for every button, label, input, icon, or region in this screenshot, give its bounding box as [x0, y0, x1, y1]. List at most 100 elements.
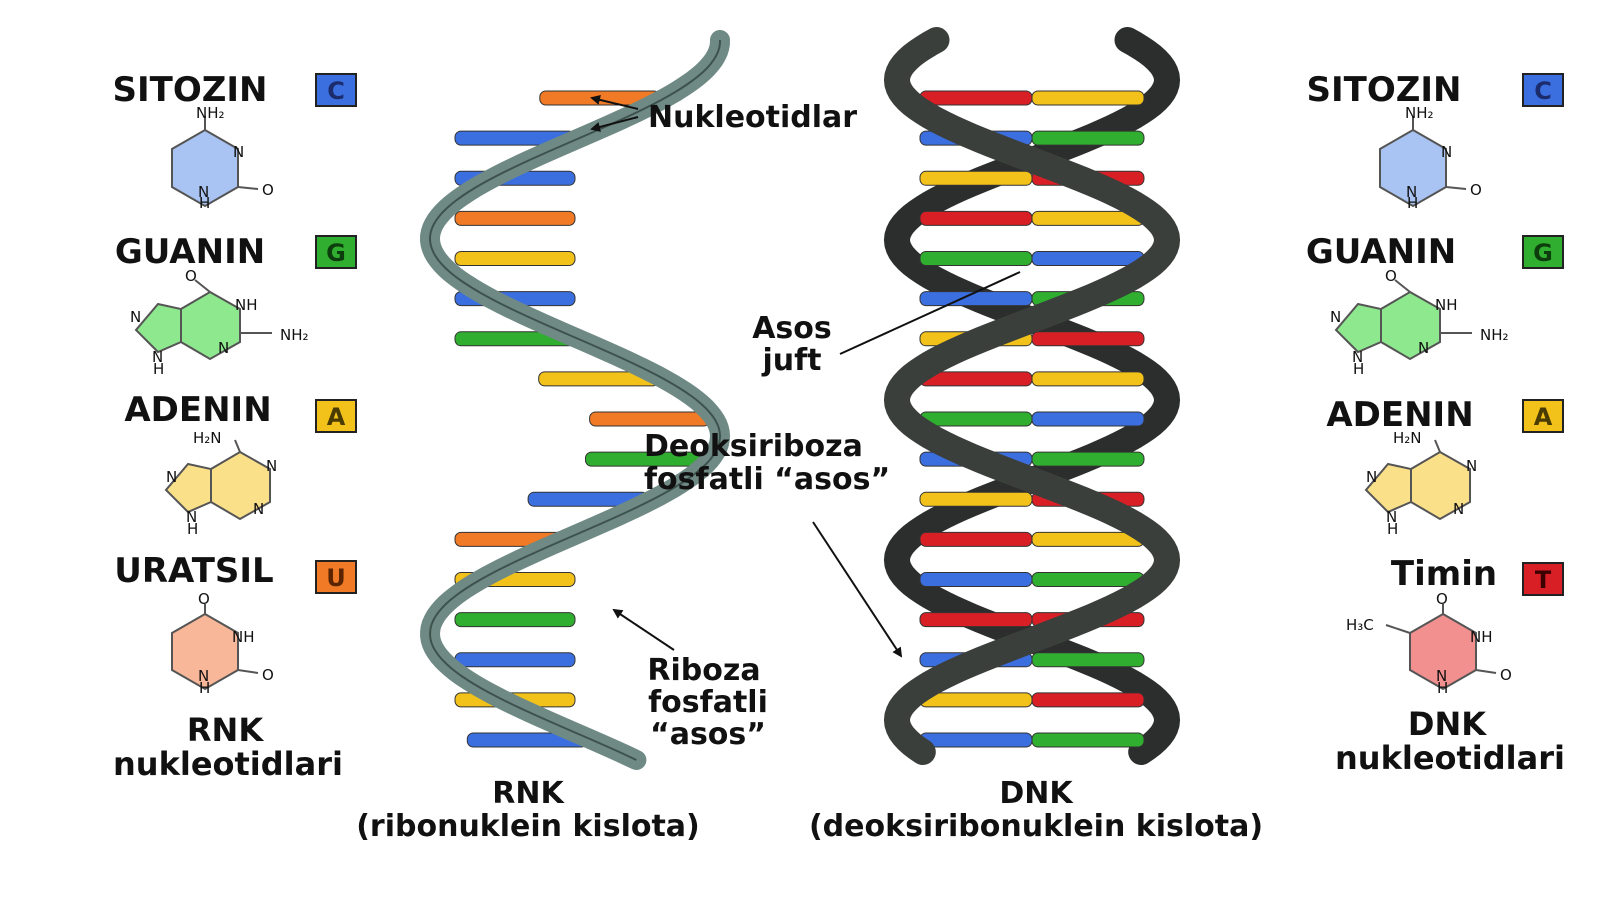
arrow-base-pair — [839, 271, 1021, 355]
right-adenine-h2n: H₂N — [1393, 429, 1422, 447]
right-guanine-o: O — [1385, 267, 1397, 285]
right-adenine-name: ADENIN — [1326, 395, 1473, 435]
right-cytosine-block: SITOZIN C NH₂ N O N H — [1307, 70, 1564, 212]
left-uracil-structure: O NH O N H — [171, 590, 274, 697]
left-guanine-badge — [315, 235, 357, 269]
dna-base-cytosine — [919, 732, 1033, 748]
dna-base-thymine — [919, 612, 1033, 628]
right-adenine-n3: N — [1453, 500, 1464, 518]
right-adenine-n9: N — [1386, 508, 1397, 526]
right-cytosine-o: O — [1470, 181, 1482, 199]
annotation-ribose-3: “asos” — [650, 717, 766, 752]
right-thymine-badge — [1522, 562, 1564, 596]
left-cytosine-h: H — [199, 194, 210, 212]
left-cytosine-n1: N — [198, 183, 209, 201]
left-uracil-h: H — [199, 679, 210, 697]
dna-base-guanine — [1031, 451, 1145, 467]
right-guanine-nh: NH — [1435, 296, 1458, 314]
right-cytosine-letter: C — [1534, 77, 1552, 105]
right-title-line1: DNK — [1408, 705, 1487, 743]
right-thymine-name: Timin — [1391, 554, 1497, 594]
left-cytosine-badge — [315, 73, 357, 107]
dna-base-adenine — [919, 170, 1033, 186]
dna-base-cytosine — [919, 572, 1033, 587]
caption-dna-1: DNK — [999, 776, 1074, 811]
left-cytosine-o: O — [262, 181, 274, 199]
arrow-ribose — [612, 608, 675, 651]
dna-base-thymine — [919, 531, 1033, 547]
annotation-base-pair-2: juft — [761, 343, 821, 378]
right-cytosine-n: N — [1441, 143, 1452, 161]
right-guanine-letter: G — [1533, 239, 1553, 267]
left-guanine-name: GUANIN — [115, 232, 265, 272]
right-adenine-n7: N — [1366, 468, 1377, 486]
dna-base-thymine — [1031, 692, 1145, 708]
left-guanine-o: O — [185, 267, 197, 285]
right-cytosine-badge — [1522, 73, 1564, 107]
right-guanine-n9: N — [1352, 348, 1363, 366]
annotation-deoxyribose-1: Deoksiriboza — [644, 429, 863, 464]
left-uracil-o1: O — [198, 590, 210, 608]
dna-base-adenine — [1031, 371, 1145, 387]
rna-helix — [419, 30, 731, 770]
dna-base-cytosine — [1031, 411, 1145, 427]
dna-base-guanine — [1031, 572, 1145, 587]
left-uracil-badge — [315, 560, 357, 594]
annotation-base-pair-1: Asos — [752, 311, 832, 346]
right-adenine-h: H — [1387, 520, 1398, 538]
dna-backbone-front — [883, 27, 1181, 765]
left-guanine-nh2: NH₂ — [280, 326, 309, 344]
arrow-deoxyribose — [812, 521, 903, 658]
captions: RNK (ribonuklein kislota) DNK (deoksirib… — [356, 776, 1263, 844]
dna-base-guanine — [919, 411, 1033, 427]
right-thymine-h3c: H₃C — [1346, 616, 1374, 634]
left-guanine-n3: N — [218, 339, 229, 357]
right-title-line2: nukleotidlari — [1335, 739, 1565, 777]
right-thymine-letter: T — [1535, 566, 1552, 594]
dna-base-cytosine — [1031, 251, 1145, 266]
left-adenine-n1: N — [266, 457, 277, 475]
right-cytosine-structure: NH₂ N O N H — [1379, 104, 1482, 212]
left-guanine-n9: N — [152, 348, 163, 366]
left-uracil-n: N — [198, 667, 209, 685]
dna-base-thymine — [1031, 331, 1145, 347]
dna-nucleotides-panel: SITOZIN C NH₂ N O N H GUANIN G — [1306, 70, 1565, 777]
right-adenine-badge — [1522, 399, 1564, 433]
right-thymine-o2: O — [1500, 666, 1512, 684]
left-guanine-n7: N — [130, 308, 141, 326]
left-cytosine-letter: C — [327, 77, 345, 105]
right-guanine-name: GUANIN — [1306, 232, 1456, 272]
left-title-line2: nukleotidlari — [113, 745, 343, 783]
dna-base-adenine — [1031, 90, 1145, 106]
annotations: Nukleotidlar Asos juft Deoksiriboza fosf… — [590, 94, 1021, 752]
left-adenine-n3: N — [253, 500, 264, 518]
right-adenine-block: ADENIN A H₂N N N N N H — [1326, 395, 1564, 538]
dna-base-adenine — [919, 692, 1033, 708]
left-adenine-structure: H₂N N N N N H — [164, 429, 277, 538]
left-cytosine-structure: NH₂ N O N H — [171, 104, 274, 212]
right-thymine-block: Timin T O NH O H₃C N H — [1346, 554, 1564, 697]
rna-base-adenine — [454, 251, 576, 266]
left-uracil-name: URATSIL — [114, 551, 273, 591]
right-cytosine-h: H — [1407, 194, 1418, 212]
dna-base-thymine — [919, 90, 1033, 106]
right-thymine-n: N — [1436, 667, 1447, 685]
rna-base-uracil — [589, 411, 711, 427]
right-guanine-n7: N — [1330, 308, 1341, 326]
rna-nucleotides-panel: SITOZIN C NH₂ N O N H GUANIN G — [113, 70, 357, 783]
dna-base-guanine — [1031, 130, 1145, 146]
rna-base-cytosine — [454, 652, 576, 668]
left-adenine-n7: N — [166, 468, 177, 486]
right-thymine-o1: O — [1436, 590, 1448, 608]
dna-base-cytosine — [919, 291, 1033, 307]
right-adenine-letter: A — [1534, 403, 1553, 431]
left-uracil-o2: O — [262, 666, 274, 684]
rna-base-uracil — [454, 210, 576, 226]
dna-base-guanine — [919, 251, 1033, 266]
dna-base-thymine — [919, 210, 1033, 226]
left-guanine-letter: G — [326, 239, 346, 267]
left-adenine-name: ADENIN — [124, 390, 271, 430]
right-thymine-structure: O NH O H₃C N H — [1346, 590, 1512, 697]
